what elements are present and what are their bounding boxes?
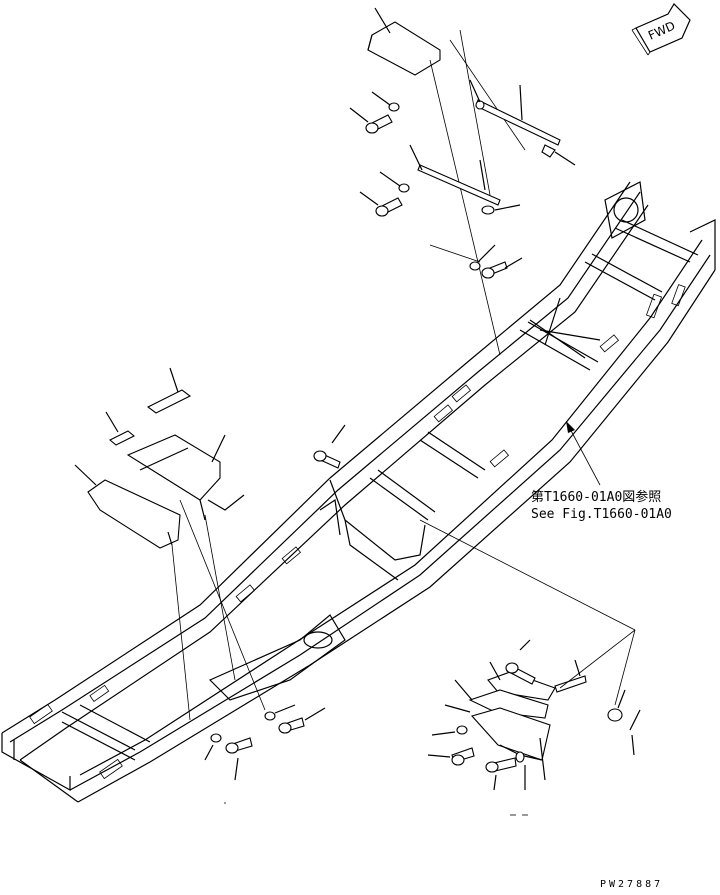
main-frame xyxy=(1,181,716,803)
drawing-code: PW27887 xyxy=(600,879,664,890)
mid-bolt xyxy=(313,424,346,469)
top-plate-assembly xyxy=(349,7,576,356)
reference-arrow xyxy=(566,421,601,486)
reference-english: See Fig.T1660-01A0 xyxy=(531,507,672,522)
left-plate-assembly xyxy=(74,367,326,781)
figure-reference: 第T1660-01A0図参照 See Fig.T1660-01A0 xyxy=(531,489,672,523)
right-plate-assembly xyxy=(419,519,641,791)
reference-japanese: 第T1660-01A0図参照 xyxy=(531,490,662,505)
fwd-arrow-sign xyxy=(631,3,691,56)
